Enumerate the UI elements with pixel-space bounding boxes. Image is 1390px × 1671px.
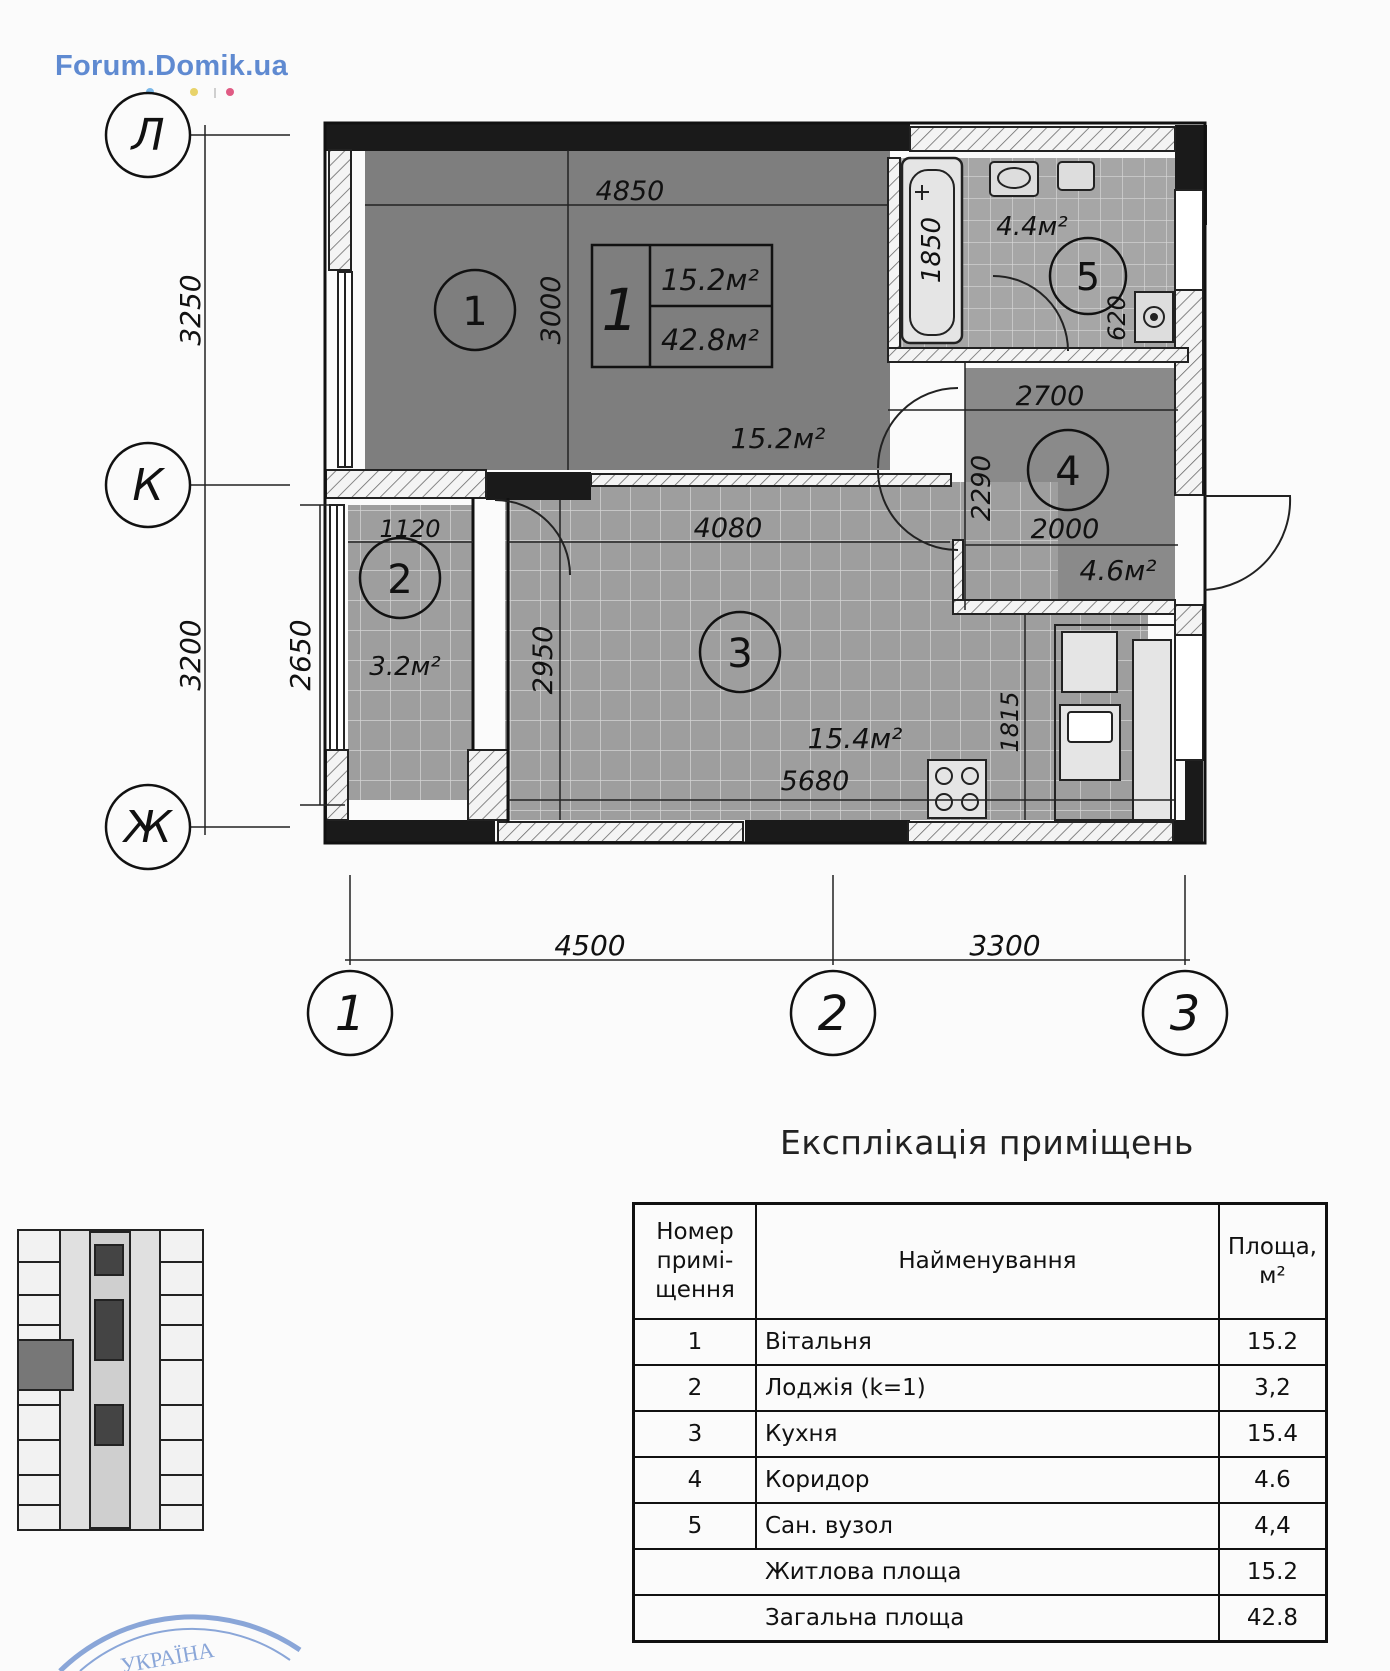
watermark-dot [226,88,234,96]
room-number-5: 5 [1076,255,1100,299]
dim-2700: 2700 [1016,381,1085,412]
room-1-fill [365,150,890,470]
header-num-line: Номер [656,1219,734,1245]
total-label: Житлова площа [632,1548,1220,1596]
bathroom-fixtures [989,161,1174,343]
watermark-dot [214,88,216,98]
row-name: Кухня [755,1410,1220,1458]
total-row-living: Житлова площа 15.2 [632,1548,1328,1596]
room-outlines [323,121,1207,845]
row-area: 15.4 [1217,1410,1328,1458]
room-area-4: 4.6м² [1080,554,1157,587]
row-name: Коридор [755,1456,1220,1504]
stamp-total-area: 42.8м² [661,323,759,357]
dim-4080: 4080 [694,513,763,544]
dim-2650: 2650 [284,619,317,690]
row-num: 4 [632,1456,757,1504]
table-header-row: Номер примі- щення Найменування Площа, м… [632,1202,1328,1320]
stamp-seal: УКРАЇНА [58,1614,302,1671]
watermark-dot [190,88,198,96]
explication-table: Номер примі- щення Найменування Площа, м… [632,1202,1328,1643]
dim-4500: 4500 [554,929,625,962]
header-area-line: Площа, [1227,1233,1317,1260]
dim-4850: 4850 [596,176,665,207]
room-area-3: 15.4м² [808,722,903,755]
header-num-line: щення [655,1277,735,1303]
dim-3200: 3200 [174,619,207,690]
row-name: Вітальня [755,1318,1220,1366]
room-area-5: 4.4м² [996,212,1067,242]
header-num-line: примі- [656,1248,734,1274]
row-num: 5 [632,1502,757,1550]
table-row: 3 Кухня 15.4 [632,1410,1328,1458]
dim-3000: 3000 [536,276,567,345]
total-row-overall: Загальна площа 42.8 [632,1594,1328,1643]
row-area: 15.2 [1217,1318,1328,1366]
dim-3300: 3300 [969,929,1040,962]
room-area-2: 3.2м² [369,652,440,682]
axis-label-k: К [132,460,165,511]
room-number-circles [358,236,1128,694]
axis-label-zh: Ж [121,802,173,853]
row-num: 3 [632,1410,757,1458]
header-name: Найменування [755,1202,1220,1320]
dim-1850: 1850 [917,217,947,283]
dim-3250: 3250 [174,274,207,345]
axis-label-1: 1 [335,986,366,1042]
bathtub [900,156,964,345]
room-area-1: 15.2м² [731,422,826,455]
axis-label-l: Л [129,110,164,161]
dim-620: 620 [1103,295,1131,341]
row-area: 4.6 [1217,1456,1328,1504]
table-row: 5 Сан. вузол 4,4 [632,1502,1328,1550]
dim-2290: 2290 [967,455,997,521]
table-row: 2 Лоджія (k=1) 3,2 [632,1364,1328,1412]
dim-2000: 2000 [1031,514,1100,545]
row-name: Сан. вузол [755,1502,1220,1550]
room-number-3: 3 [727,631,752,677]
structural-walls [325,123,1207,842]
stamp-rooms: 1 [602,276,639,344]
row-area: 3,2 [1217,1364,1328,1412]
header-area: Площа, м² [1217,1202,1328,1320]
dim-2950: 2950 [528,626,559,695]
door-swings [494,275,1292,591]
header-num: Номер примі- щення [632,1202,757,1320]
forum-watermark: Forum.Domik.ua [55,50,288,82]
axis-label-2: 2 [818,986,849,1042]
axis-label-3: 3 [1170,986,1201,1042]
summary-stamp [590,243,774,369]
table-row: 1 Вітальня 15.2 [632,1318,1328,1366]
axis-bubbles [104,91,1229,1057]
room-number-4: 4 [1055,449,1080,495]
row-name: Лоджія (k=1) [755,1364,1220,1412]
dim-5680: 5680 [781,766,850,797]
dim-1815: 1815 [996,691,1024,752]
axis-lines [190,125,1190,965]
dim-1120: 1120 [379,515,440,543]
table-row: 4 Коридор 4.6 [632,1456,1328,1504]
seal-text: УКРАЇНА [118,1637,216,1671]
header-area-unit: м² [1259,1262,1286,1289]
row-num: 2 [632,1364,757,1412]
explication-title: Експлікація приміщень [780,1123,1194,1162]
row-area: 4,4 [1217,1502,1328,1550]
total-label: Загальна площа [632,1594,1220,1643]
total-area: 42.8 [1217,1594,1328,1643]
inner-dim-lines [348,150,1178,820]
total-area: 15.2 [1217,1548,1328,1596]
room-number-1: 1 [462,289,487,335]
windows [329,189,1204,761]
row-num: 1 [632,1318,757,1366]
stamp-living-area: 15.2м² [661,263,759,297]
room-number-2: 2 [387,557,412,603]
kitchen-fixtures [927,624,1176,821]
key-plan [17,1229,204,1531]
